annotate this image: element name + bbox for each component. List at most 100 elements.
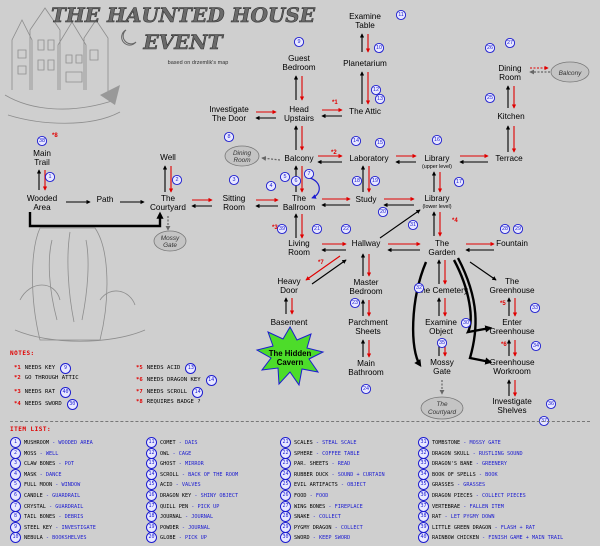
svg-text:Garden: Garden xyxy=(428,248,456,257)
svg-text:14: 14 xyxy=(353,138,359,144)
oval-balcony: Balcony xyxy=(550,61,590,83)
item-name: RAINBOW CHICKEN xyxy=(432,535,479,542)
item-separator: - xyxy=(36,450,46,457)
badge-1: 1 xyxy=(44,171,56,183)
svg-text:*1: *1 xyxy=(332,100,338,106)
svg-text:28: 28 xyxy=(502,226,508,232)
node-study: Study xyxy=(356,195,378,204)
note-mark: *5 xyxy=(136,365,143,371)
item-location: FOOD xyxy=(315,493,329,499)
item-name: SCALES xyxy=(294,440,313,446)
svg-text:Library: Library xyxy=(424,194,450,203)
svg-text:Dining: Dining xyxy=(498,64,522,73)
svg-text:23: 23 xyxy=(352,300,358,306)
item-number-badge: 2 xyxy=(10,447,21,459)
svg-text:Bathroom: Bathroom xyxy=(348,368,384,377)
svg-text:Table: Table xyxy=(355,21,375,30)
svg-text:Greenhouse: Greenhouse xyxy=(489,358,535,367)
svg-text:35: 35 xyxy=(439,340,445,346)
item-location: LET PYGMY DOWN xyxy=(450,514,495,521)
item-number-badge: 12 xyxy=(146,447,157,459)
item-number-badge: 17 xyxy=(146,500,157,512)
item-location: BACK OF THE ROOM xyxy=(188,471,239,478)
node-laboratory: Laboratory xyxy=(349,154,389,163)
badge-35: 35 xyxy=(436,337,448,349)
badge-25: 25 xyxy=(484,92,496,104)
note-text: GO THROUGH ATTIC xyxy=(24,375,79,381)
svg-text:Greenhouse: Greenhouse xyxy=(489,286,535,295)
svg-text:(lower level): (lower level) xyxy=(422,204,451,210)
item-separator: - xyxy=(469,450,479,457)
item-number-badge: 16 xyxy=(146,490,157,501)
item-separator: - xyxy=(460,440,470,446)
badge-12: 12 xyxy=(370,84,382,96)
item-number-badge: 8 xyxy=(10,511,21,523)
item-location: FINISH GAME + MAIN TRAIL xyxy=(488,535,564,542)
svg-text:31: 31 xyxy=(410,222,416,228)
item-name: COMET xyxy=(160,440,176,446)
svg-text:16: 16 xyxy=(434,137,440,143)
item-number-badge: 40 xyxy=(418,532,429,544)
item-name: GLOBE xyxy=(160,535,176,542)
item-name: CANDLE xyxy=(24,493,43,499)
item-location: FIREPLACE xyxy=(334,503,363,510)
note-mark: *3 xyxy=(14,389,21,395)
item-separator: - xyxy=(306,493,316,499)
svg-text:Bedroom: Bedroom xyxy=(349,287,382,296)
note-badge: 14 xyxy=(205,375,217,386)
badge-32: 32 xyxy=(413,282,425,294)
item-location: COFFEE TABLE xyxy=(322,450,360,457)
svg-text:20: 20 xyxy=(380,209,386,215)
item-location: POT xyxy=(64,461,74,468)
svg-text:The Hidden: The Hidden xyxy=(269,349,312,358)
note-text: REQUIRES BADGE ? xyxy=(146,399,201,405)
item-number-badge: 4 xyxy=(10,468,21,480)
items-title: ITEM LIST: xyxy=(10,426,52,433)
item-number-badge: 23 xyxy=(280,458,291,470)
haunted-house-illustration xyxy=(4,7,146,342)
item-separator: - xyxy=(42,535,53,542)
item-location: INVESTIGATE xyxy=(61,524,96,531)
item-separator: - xyxy=(441,514,451,521)
item-separator: - xyxy=(472,493,482,499)
item-location: MIRROR xyxy=(185,461,204,468)
badge-23: 23 xyxy=(349,297,361,309)
item-separator: - xyxy=(191,493,201,499)
item-location: OBJECT xyxy=(347,482,366,489)
item-number-badge: 11 xyxy=(146,437,157,448)
badge-30: 30 xyxy=(460,317,472,329)
item-separator: - xyxy=(325,503,335,510)
svg-text:Balcony: Balcony xyxy=(559,70,583,77)
item-location: GRASSES xyxy=(463,482,486,489)
badge-20: 20 xyxy=(377,206,389,218)
item-name: RUBBER DUCK xyxy=(294,471,329,478)
item-separator: - xyxy=(36,471,46,478)
item-number-badge: 20 xyxy=(146,532,157,544)
item-separator: - xyxy=(42,493,53,499)
node-library-upper: Library(upper level) xyxy=(422,154,452,170)
item-separator: - xyxy=(175,535,185,542)
item-location: FALLEN ITEM xyxy=(469,503,504,510)
page-subtitle: based on drzemlik's map xyxy=(168,60,229,66)
item-name: SPHERE xyxy=(294,450,313,457)
item-number-badge: 35 xyxy=(418,479,429,491)
item-location: WELL xyxy=(45,450,59,457)
